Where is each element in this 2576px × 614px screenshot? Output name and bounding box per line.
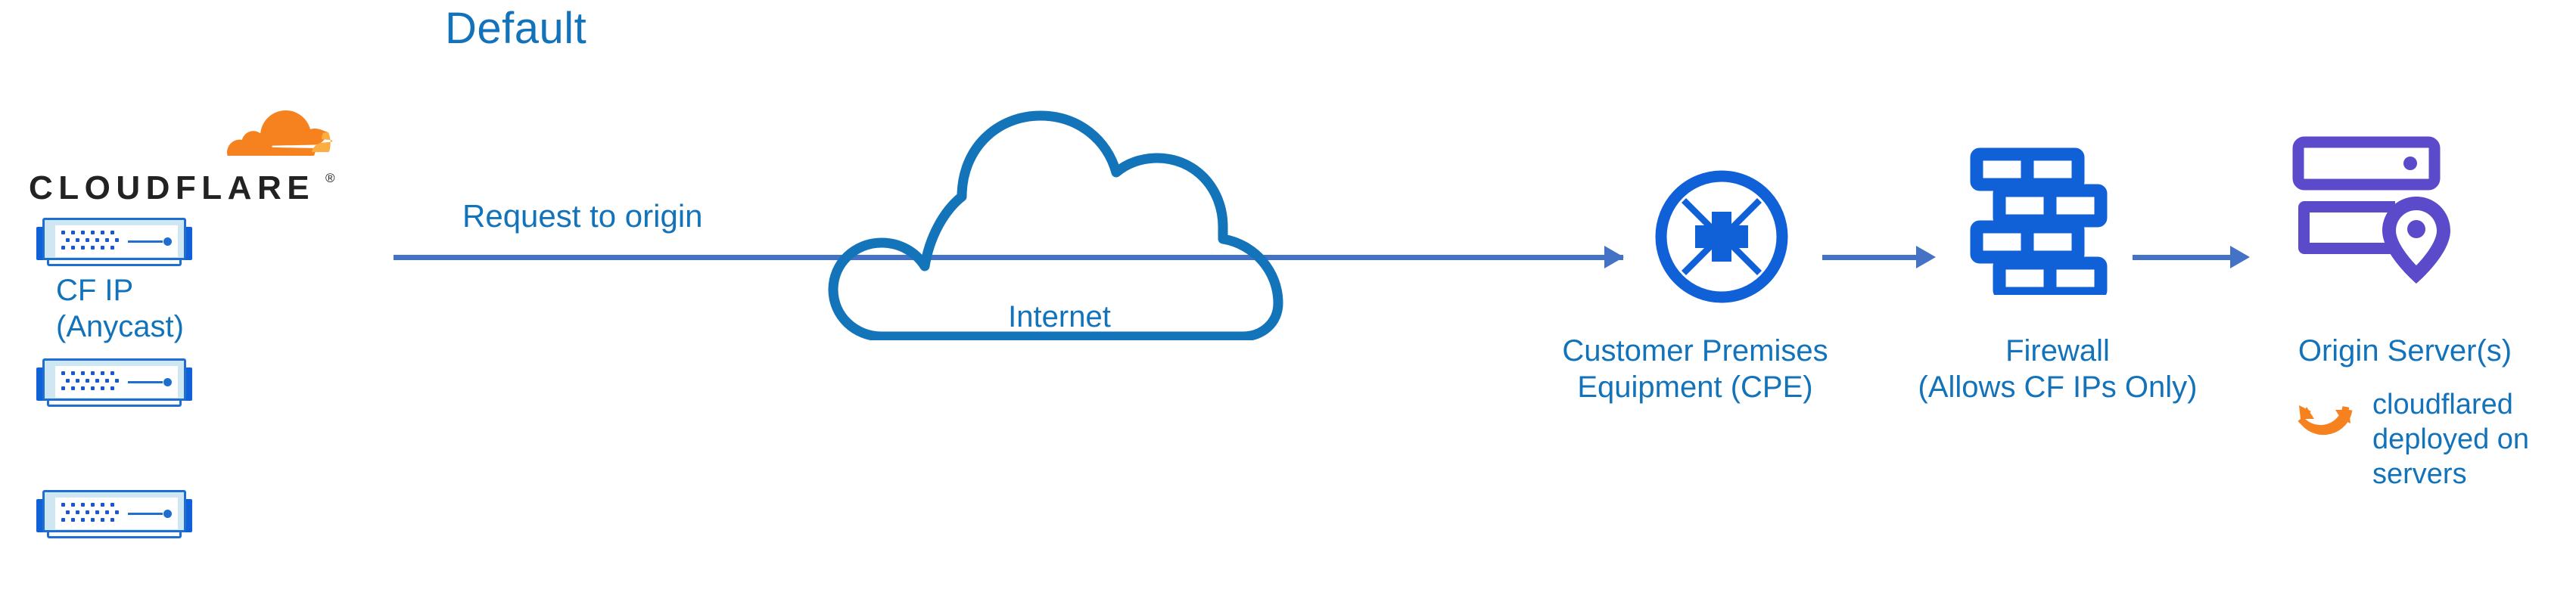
- request-to-origin-label: Request to origin: [462, 198, 703, 234]
- brick-wall-icon: [1963, 144, 2114, 300]
- diagram-title: Default: [445, 4, 587, 53]
- server-rack-icon: [36, 218, 192, 269]
- server-power-dot: [163, 378, 172, 386]
- server-rack-icon: [36, 358, 192, 410]
- server-body: [42, 490, 186, 532]
- cloudflared-note-label: cloudflared deployed on servers: [2372, 389, 2530, 490]
- cloudflare-cloud-icon: [201, 106, 350, 166]
- server-face: [55, 225, 178, 257]
- cloud-outline-icon: [821, 106, 1298, 342]
- arrow-cpe-to-firewall-line: [1822, 255, 1921, 260]
- origin-server-pin-icon: [2289, 135, 2471, 286]
- firewall-label: Firewall (Allows CF IPs Only): [1918, 334, 2198, 404]
- server-body: [42, 218, 186, 260]
- internet-label: Internet: [1008, 300, 1111, 333]
- server-vent-dots: [61, 231, 119, 252]
- arrow-firewall-to-origin-head: [2230, 246, 2250, 268]
- cloudflare-logo: CLOUDFLARE ®: [29, 106, 347, 212]
- server-vent-dots: [61, 503, 119, 524]
- server-power-dot: [163, 237, 172, 246]
- cf-ip-label: CF IP (Anycast): [56, 274, 184, 343]
- cpe-label: Customer Premises Equipment (CPE): [1562, 334, 1828, 404]
- server-vent-dots: [61, 371, 119, 392]
- server-face: [55, 366, 178, 398]
- cloudflare-wordmark: CLOUDFLARE: [29, 169, 316, 206]
- server-status-line: [128, 513, 163, 515]
- arrow-cf-to-cpe-line: [394, 255, 1623, 260]
- arrow-cf-to-cpe-head: [1604, 246, 1624, 268]
- server-body: [42, 358, 186, 401]
- server-power-dot: [163, 510, 172, 518]
- server-status-line: [128, 381, 163, 383]
- registered-mark: ®: [325, 171, 335, 185]
- arrow-cpe-to-firewall-head: [1916, 246, 1936, 268]
- server-face: [55, 498, 178, 529]
- arrow-firewall-to-origin-line: [2133, 255, 2235, 260]
- router-icon: [1650, 165, 1794, 309]
- server-status-line: [128, 240, 163, 243]
- origin-server-label: Origin Server(s): [2298, 334, 2512, 367]
- server-rack-icon: [36, 490, 192, 541]
- sync-arrows-icon: [2287, 377, 2363, 452]
